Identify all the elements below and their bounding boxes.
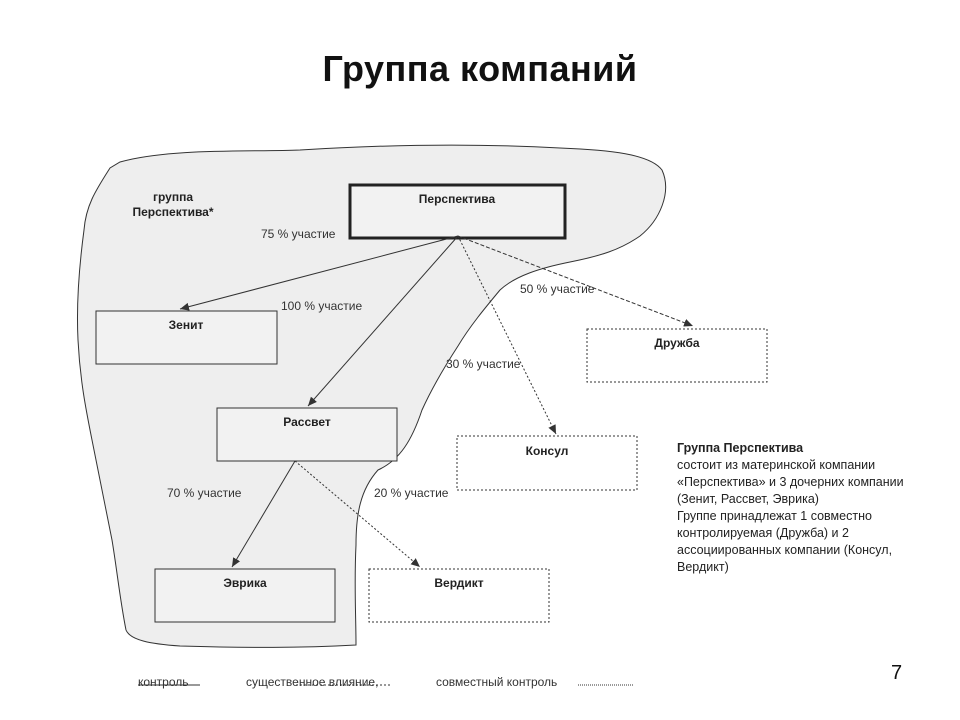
legend-influence-label: существенное влияние, — [246, 675, 379, 689]
edge-label-konsul: 30 % участие — [446, 357, 521, 371]
node-verdikt-label: Вердикт — [434, 576, 483, 590]
edge-perspektiva-rassvet — [307, 235, 459, 407]
description-line: Группе принадлежат 1 совместно — [677, 509, 872, 523]
node-verdikt-box — [368, 568, 550, 623]
node-rassvet-label: Рассвет — [283, 415, 331, 429]
page-title: Группа компаний — [322, 48, 638, 89]
node-druzhba-box — [586, 328, 768, 383]
node-konsul-label: Консул — [526, 444, 569, 458]
group-label-line1: группа — [153, 190, 193, 204]
edge-perspektiva-konsul — [457, 235, 557, 435]
node-perspektiva-box — [348, 183, 567, 240]
description-line: (Зенит, Рассвет, Эврика) — [677, 492, 819, 506]
node-konsul-box — [456, 435, 638, 491]
edge-label-rassvet: 100 % участие — [281, 299, 362, 313]
edge-perspektiva-zenit — [179, 235, 459, 311]
description-line: ассоциированных компании (Консул, — [677, 543, 893, 557]
group-label-line2: Перспектива* — [132, 205, 213, 219]
node-rassvet-box — [216, 407, 398, 462]
node-evrika-label: Эврика — [223, 576, 267, 590]
legend-joint-label: совместный контроль — [436, 675, 558, 689]
node-evrika-box — [154, 568, 336, 623]
description-line: контролируемая (Дружба) и 2 — [677, 526, 849, 540]
description-line: «Перспектива» и 3 дочерних компании — [677, 475, 904, 489]
edge-label-zenit: 75 % участие — [261, 227, 336, 241]
node-druzhba-label: Дружба — [654, 336, 699, 350]
description-line: состоит из материнской компании — [677, 458, 876, 472]
edge-rassvet-verdikt — [294, 460, 421, 568]
group-boundary — [76, 144, 667, 648]
node-perspektiva-label: Перспектива — [419, 192, 496, 206]
page-number: 7 — [891, 662, 903, 684]
edge-label-evrika: 70 % участие — [167, 486, 242, 500]
legend-control-label: контроль — [138, 675, 189, 689]
edge-label-verdikt: 20 % участие — [374, 486, 449, 500]
group-description: Группа Перспектива состоит из материнско… — [677, 440, 927, 576]
description-line: Вердикт) — [677, 560, 729, 574]
node-zenit-box — [95, 310, 278, 365]
description-title: Группа Перспектива — [677, 441, 804, 455]
edge-label-druzhba: 50 % участие — [520, 282, 595, 296]
node-zenit-label: Зенит — [169, 318, 204, 332]
edge-rassvet-evrika — [231, 460, 296, 568]
